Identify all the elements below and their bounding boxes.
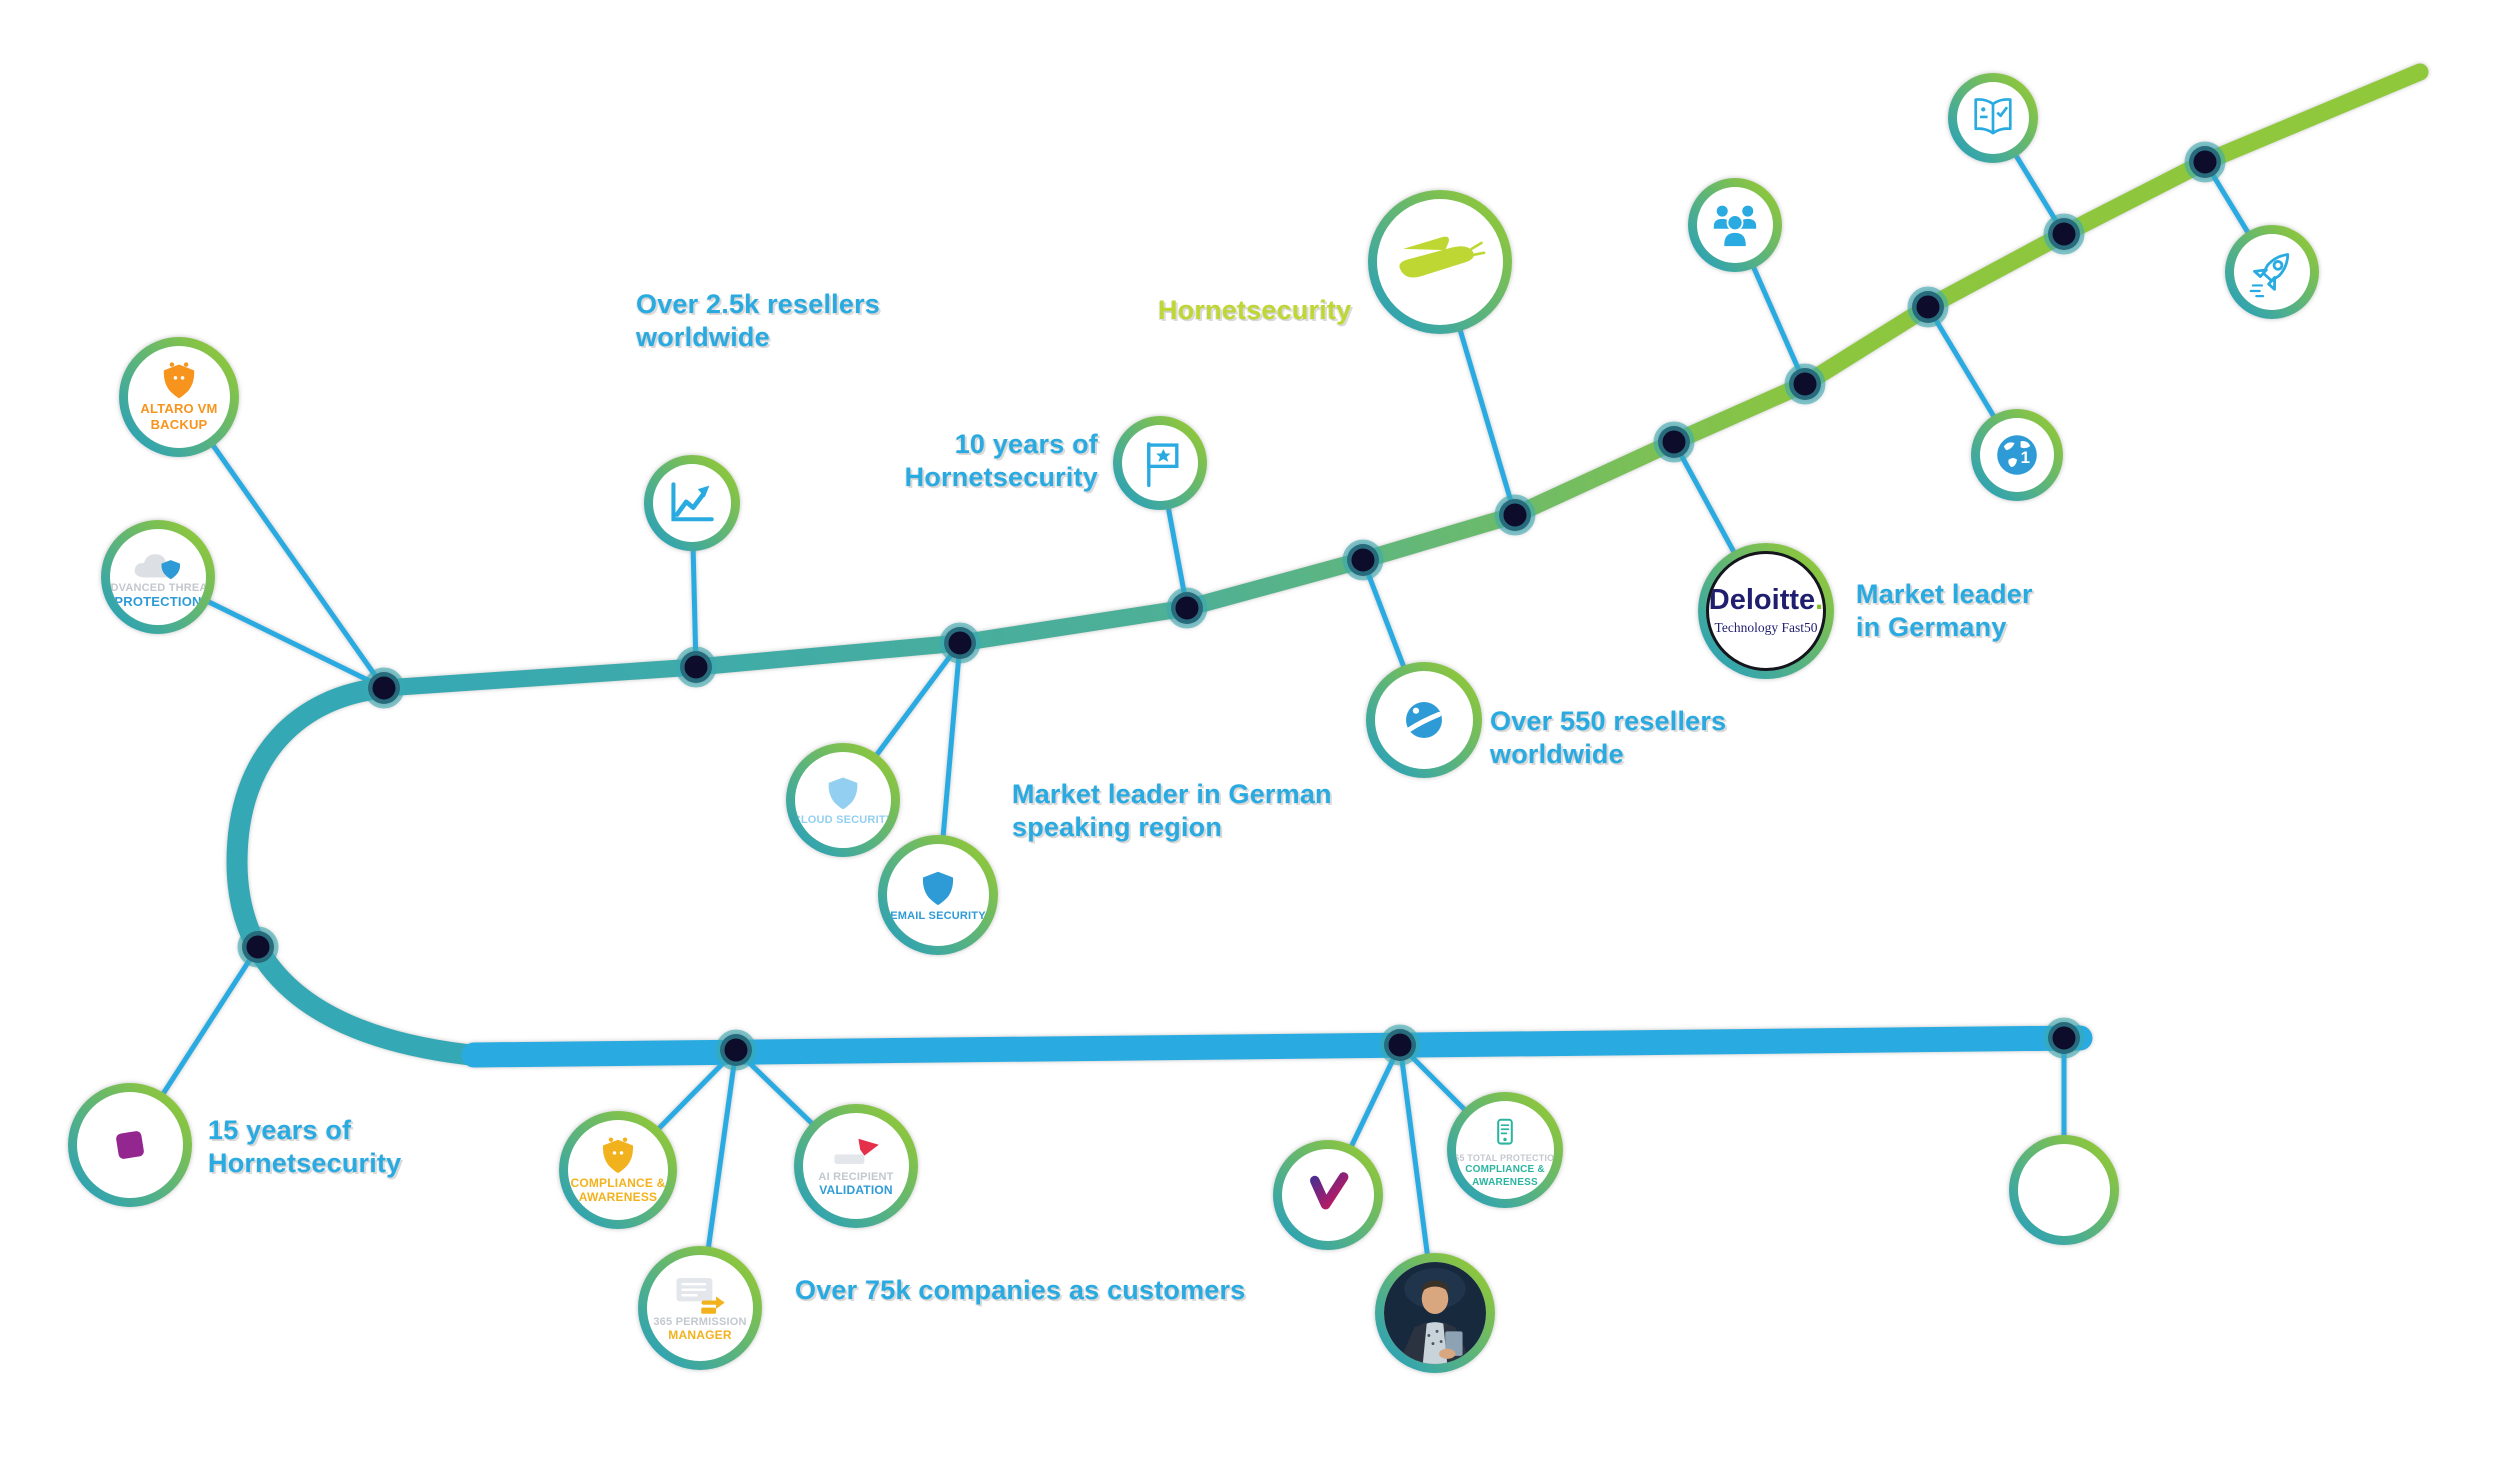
badge-caption: AWARENESS bbox=[1472, 1176, 1538, 1188]
orange-shield-icon bbox=[163, 362, 195, 399]
badge-resellers bbox=[1366, 662, 1482, 778]
badge-teal-product: 365 TOTAL PROTECTION COMPLIANCE & AWAREN… bbox=[1447, 1092, 1563, 1208]
badge-caption: COMPLIANCE & bbox=[570, 1175, 666, 1190]
ceo-award-portrait bbox=[1384, 1262, 1486, 1364]
label-market-leader-dach: Market leader in German speaking region bbox=[1012, 778, 1332, 844]
badge-caption: EMAIL SECURITY bbox=[890, 910, 986, 923]
rocket-icon bbox=[2249, 253, 2290, 298]
badge-permission-manager: 365 PERMISSION MANAGER bbox=[638, 1246, 762, 1370]
people-group-icon bbox=[1712, 203, 1758, 248]
badge-caption: VALIDATION bbox=[819, 1183, 893, 1198]
label-line: Market leader in German bbox=[1012, 779, 1332, 809]
label-line: speaking region bbox=[1012, 811, 1223, 842]
badge-compliance-awareness: COMPLIANCE & AWARENESS bbox=[559, 1111, 677, 1229]
label-line: worldwide bbox=[1490, 738, 1624, 769]
partner-globe-icon bbox=[1406, 702, 1442, 738]
badge-caption: MANAGER bbox=[668, 1328, 732, 1343]
label-resellers-2500: Over 2.5k resellers worldwide bbox=[636, 288, 880, 354]
badge-ceo-photo bbox=[1375, 1253, 1495, 1373]
label-line: 10 years of bbox=[954, 429, 1098, 459]
badge-globe-number-one: 1 bbox=[1971, 409, 2063, 501]
badge-orange-backup: ALTARO VM BACKUP bbox=[119, 337, 239, 457]
label-line: Over 2.5k resellers bbox=[636, 289, 880, 319]
globe-icon: 1 bbox=[1997, 435, 2037, 475]
badge-caption: 365 PERMISSION bbox=[653, 1316, 747, 1329]
badge-recipient-validation: AI RECIPIENT VALIDATION bbox=[794, 1104, 918, 1228]
badge-threat-protection: ADVANCED THREAT PROTECTION bbox=[101, 520, 215, 634]
badge-vade-logo bbox=[1273, 1140, 1383, 1250]
label-line: Over 550 resellers bbox=[1490, 706, 1727, 736]
badge-hornet bbox=[1368, 190, 1512, 334]
teal-checklist-icon bbox=[1497, 1119, 1513, 1145]
badge-flag bbox=[1113, 416, 1207, 510]
open-book-icon bbox=[1974, 98, 2012, 135]
permission-doc-icon bbox=[676, 1278, 725, 1314]
badge-caption: AWARENESS bbox=[578, 1190, 658, 1204]
badge-caption: PROTECTION bbox=[114, 593, 202, 609]
globe-number: 1 bbox=[2021, 448, 2030, 467]
badge-growth-chart bbox=[644, 455, 740, 551]
label-line: Market leader bbox=[1856, 579, 2033, 609]
badge-caption: AI RECIPIENT bbox=[818, 1171, 894, 1184]
label-line: worldwide bbox=[636, 321, 770, 352]
label-line: Over 75k companies as customers bbox=[795, 1275, 1246, 1305]
label-customers-75k: Over 75k companies as customers bbox=[795, 1274, 1245, 1307]
vade-v-icon bbox=[1310, 1172, 1349, 1210]
badge-future-placeholder bbox=[2009, 1135, 2119, 1245]
label-fifteen-years: 15 years of Hornetsecurity bbox=[208, 1114, 401, 1180]
badge-caption: ALTARO VM bbox=[140, 401, 218, 417]
badge-caption: 365 TOTAL PROTECTION bbox=[1456, 1153, 1554, 1164]
timeline-loop bbox=[226, 677, 491, 1067]
flag-star-icon bbox=[1147, 442, 1179, 488]
blue-shield-icon bbox=[922, 872, 954, 906]
label-line: Hornetsecurity bbox=[904, 461, 1098, 492]
growth-chart-icon bbox=[671, 482, 714, 522]
badge-caption: ADVANCED THREAT bbox=[110, 581, 206, 594]
badge-shield-light: CLOUD SECURITY bbox=[786, 743, 900, 857]
label-market-leader-germany: Market leader in Germany bbox=[1856, 578, 2033, 644]
badge-caption: CLOUD SECURITY bbox=[795, 814, 891, 827]
label-line: in Germany bbox=[1856, 611, 2007, 642]
label-line: Hornetsecurity bbox=[208, 1147, 402, 1178]
timeline-bottom-branch bbox=[461, 1025, 2093, 1068]
badge-team bbox=[1688, 178, 1782, 272]
label-hornetsecurity: Hornetsecurity bbox=[1158, 294, 1351, 327]
paper-plane-icon bbox=[834, 1138, 879, 1165]
deloitte-subtitle: Technology Fast50 bbox=[1714, 620, 1818, 635]
badge-purple-logo bbox=[68, 1083, 192, 1207]
badge-rocket-launch bbox=[2225, 225, 2319, 319]
light-shield-icon bbox=[828, 777, 858, 810]
purple-cube-icon bbox=[116, 1131, 144, 1159]
label-ten-years: 10 years of Hornetsecurity bbox=[905, 428, 1098, 494]
badge-story-book bbox=[1948, 73, 2038, 163]
badge-deloitte-award: Deloitte. Technology Fast50 bbox=[1698, 543, 1834, 679]
badge-caption: BACKUP bbox=[150, 417, 208, 432]
badge-caption: COMPLIANCE & bbox=[1465, 1164, 1545, 1176]
label-resellers-550: Over 550 resellers worldwide bbox=[1490, 705, 1726, 771]
label-line: 15 years of bbox=[208, 1115, 352, 1145]
label-line: Hornetsecurity bbox=[1158, 295, 1352, 325]
deloitte-wordmark: Deloitte. bbox=[1708, 584, 1824, 616]
timeline-upper-branch bbox=[375, 63, 2429, 697]
hornet-icon bbox=[1399, 236, 1486, 278]
milestone-nodes bbox=[237, 141, 2226, 1071]
badge-shield-blue: EMAIL SECURITY bbox=[878, 835, 998, 955]
cloud-shield-icon bbox=[134, 553, 181, 579]
yellow-shield-icon bbox=[602, 1137, 634, 1173]
deloitte-green-dot: . bbox=[1815, 584, 1824, 616]
